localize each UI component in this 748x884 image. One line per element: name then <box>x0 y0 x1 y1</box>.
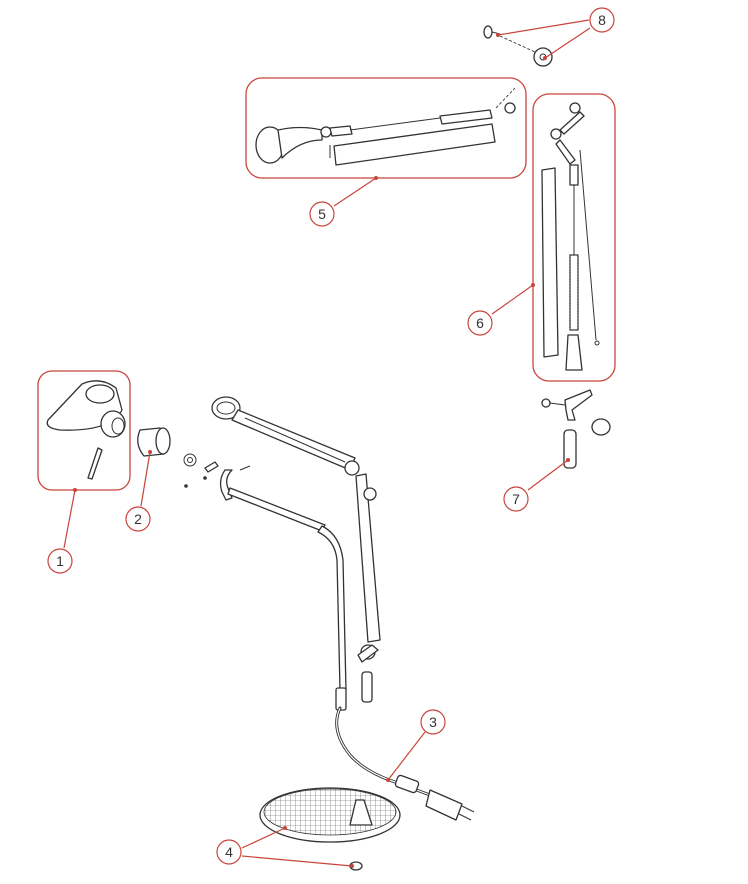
callout-5: 5 <box>309 201 335 227</box>
callout-label: 3 <box>429 714 437 730</box>
part-group-box-5 <box>245 77 527 179</box>
lamp-shade <box>46 380 126 480</box>
callout-6: 6 <box>467 310 493 336</box>
washer-and-nut-part <box>483 25 553 67</box>
callout-1: 1 <box>47 548 73 574</box>
power-cable-with-switch-and-plug <box>335 706 475 821</box>
leader-lines <box>63 19 591 868</box>
lamp-base <box>259 787 401 871</box>
callout-8: 8 <box>589 7 615 33</box>
callout-label: 7 <box>512 491 520 507</box>
callout-7: 7 <box>503 486 529 512</box>
part-group-box-6 <box>532 93 616 382</box>
callout-4: 4 <box>216 839 242 865</box>
forearm-tube-part <box>541 102 600 371</box>
callout-2: 2 <box>125 506 151 532</box>
upper-arm-part <box>255 87 516 166</box>
joint-part <box>541 389 611 469</box>
callout-3: 3 <box>420 709 446 735</box>
callout-label: 2 <box>134 511 142 527</box>
callout-label: 1 <box>56 553 64 569</box>
callout-label: 5 <box>318 206 326 222</box>
callout-label: 8 <box>598 12 606 28</box>
part-group-box-1 <box>37 370 131 491</box>
lamp-socket <box>137 427 251 488</box>
lamp-arm-assembly <box>211 396 381 711</box>
callout-label: 6 <box>476 315 484 331</box>
callout-label: 4 <box>225 844 233 860</box>
